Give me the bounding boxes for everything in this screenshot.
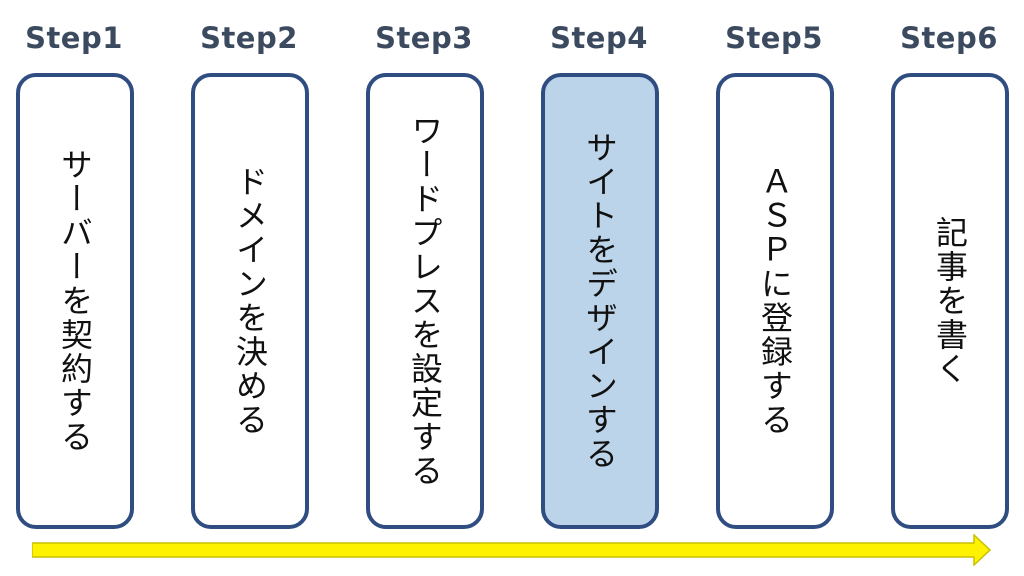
step-2-label: Step2: [200, 21, 298, 55]
step-3-box: ワードプレスを設定する: [366, 73, 484, 529]
step-1-label: Step1: [25, 21, 123, 55]
step-6-box: 記事を書く: [891, 73, 1009, 529]
step-2-box: ドメインを決める: [191, 73, 309, 529]
step-4-label: Step4: [550, 21, 648, 55]
step-5-box: ＡＳＰに登録する: [716, 73, 834, 529]
step-5-label: Step5: [725, 21, 823, 55]
step-6-text: 記事を書く: [931, 216, 969, 386]
step-4-text: サイトをデザインする: [581, 131, 619, 471]
step-4-box: サイトをデザインする: [541, 73, 659, 529]
step-3-label: Step3: [375, 21, 473, 55]
step-2-text: ドメインを決める: [231, 165, 269, 437]
step-1-text: サーバーを契約する: [56, 148, 94, 454]
arrow-shape: [32, 534, 992, 566]
step-1-box: サーバーを契約する: [16, 73, 134, 529]
progress-arrow: [32, 534, 992, 566]
step-6-label: Step6: [900, 21, 998, 55]
step-5-text: ＡＳＰに登録する: [756, 165, 794, 437]
step-3-text: ワードプレスを設定する: [406, 114, 444, 488]
